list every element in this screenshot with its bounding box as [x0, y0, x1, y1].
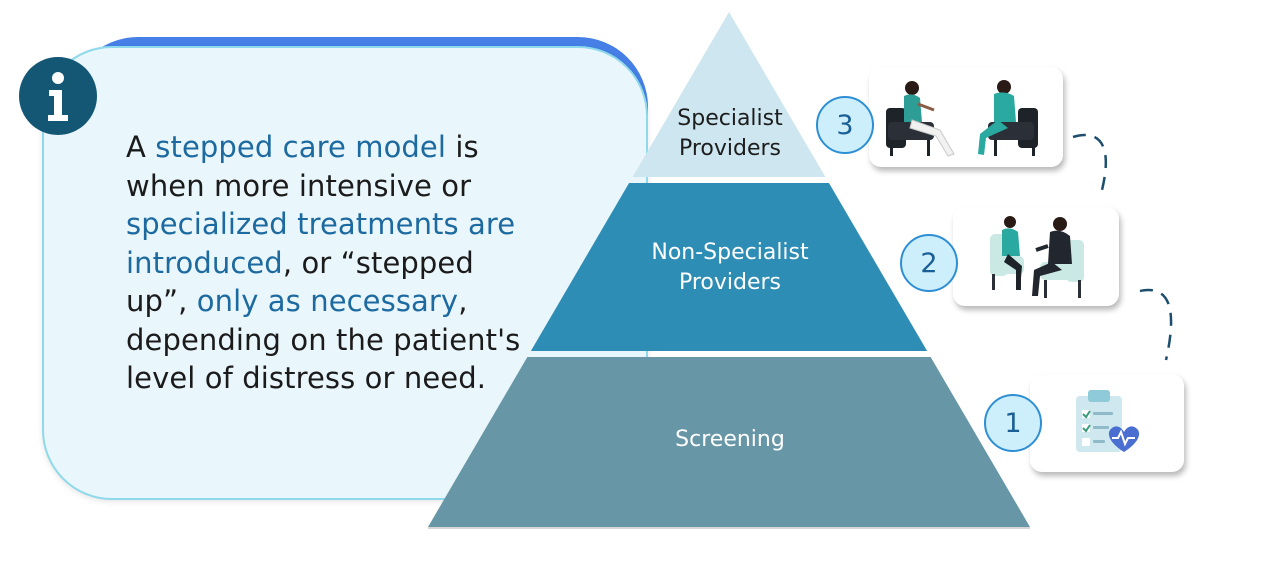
info-text-segment: is when more intensive or	[126, 130, 479, 203]
counseling-session-icon	[990, 216, 1084, 298]
connector-2-to-1	[1139, 288, 1173, 361]
info-text-segment: , or “stepped up”,	[126, 245, 474, 319]
tier-label-specialist-line1: Specialist	[677, 106, 783, 131]
info-text-segment: A	[126, 130, 156, 164]
info-text-highlight: stepped care model	[155, 130, 447, 164]
pyramid-tier-specialist	[632, 12, 826, 177]
connector-3-to-2	[1072, 133, 1108, 191]
info-text-segment: , depending on the patient's level of di…	[126, 284, 521, 395]
info-icon	[19, 57, 97, 135]
step-number-3: 3	[816, 96, 874, 154]
tier-label-non-specialist: Non-Specialist Providers	[610, 238, 850, 298]
tier-label-non-specialist-line1: Non-Specialist	[651, 240, 809, 265]
step-number-1: 1	[984, 394, 1042, 452]
info-card-text: A stepped care model is when more intens…	[126, 128, 526, 398]
info-text-highlight: only as necessary	[196, 284, 459, 318]
step-number-2: 2	[900, 234, 958, 292]
tier-label-specialist: Specialist Providers	[640, 104, 820, 164]
two-people-in-armchairs-icon	[886, 80, 1038, 157]
clipboard-heart-icon	[1076, 390, 1140, 452]
tier-label-specialist-line2: Providers	[678, 136, 782, 161]
tier-label-screening-line1: Screening	[675, 427, 785, 452]
pyramid-tier-non-specialist	[530, 183, 928, 351]
pyramid-tier-screening	[428, 357, 1030, 527]
tier-label-screening: Screening	[630, 425, 830, 455]
info-text-highlight: specialized treatments are introduced	[126, 207, 516, 280]
tier-label-non-specialist-line2: Providers	[678, 270, 782, 295]
